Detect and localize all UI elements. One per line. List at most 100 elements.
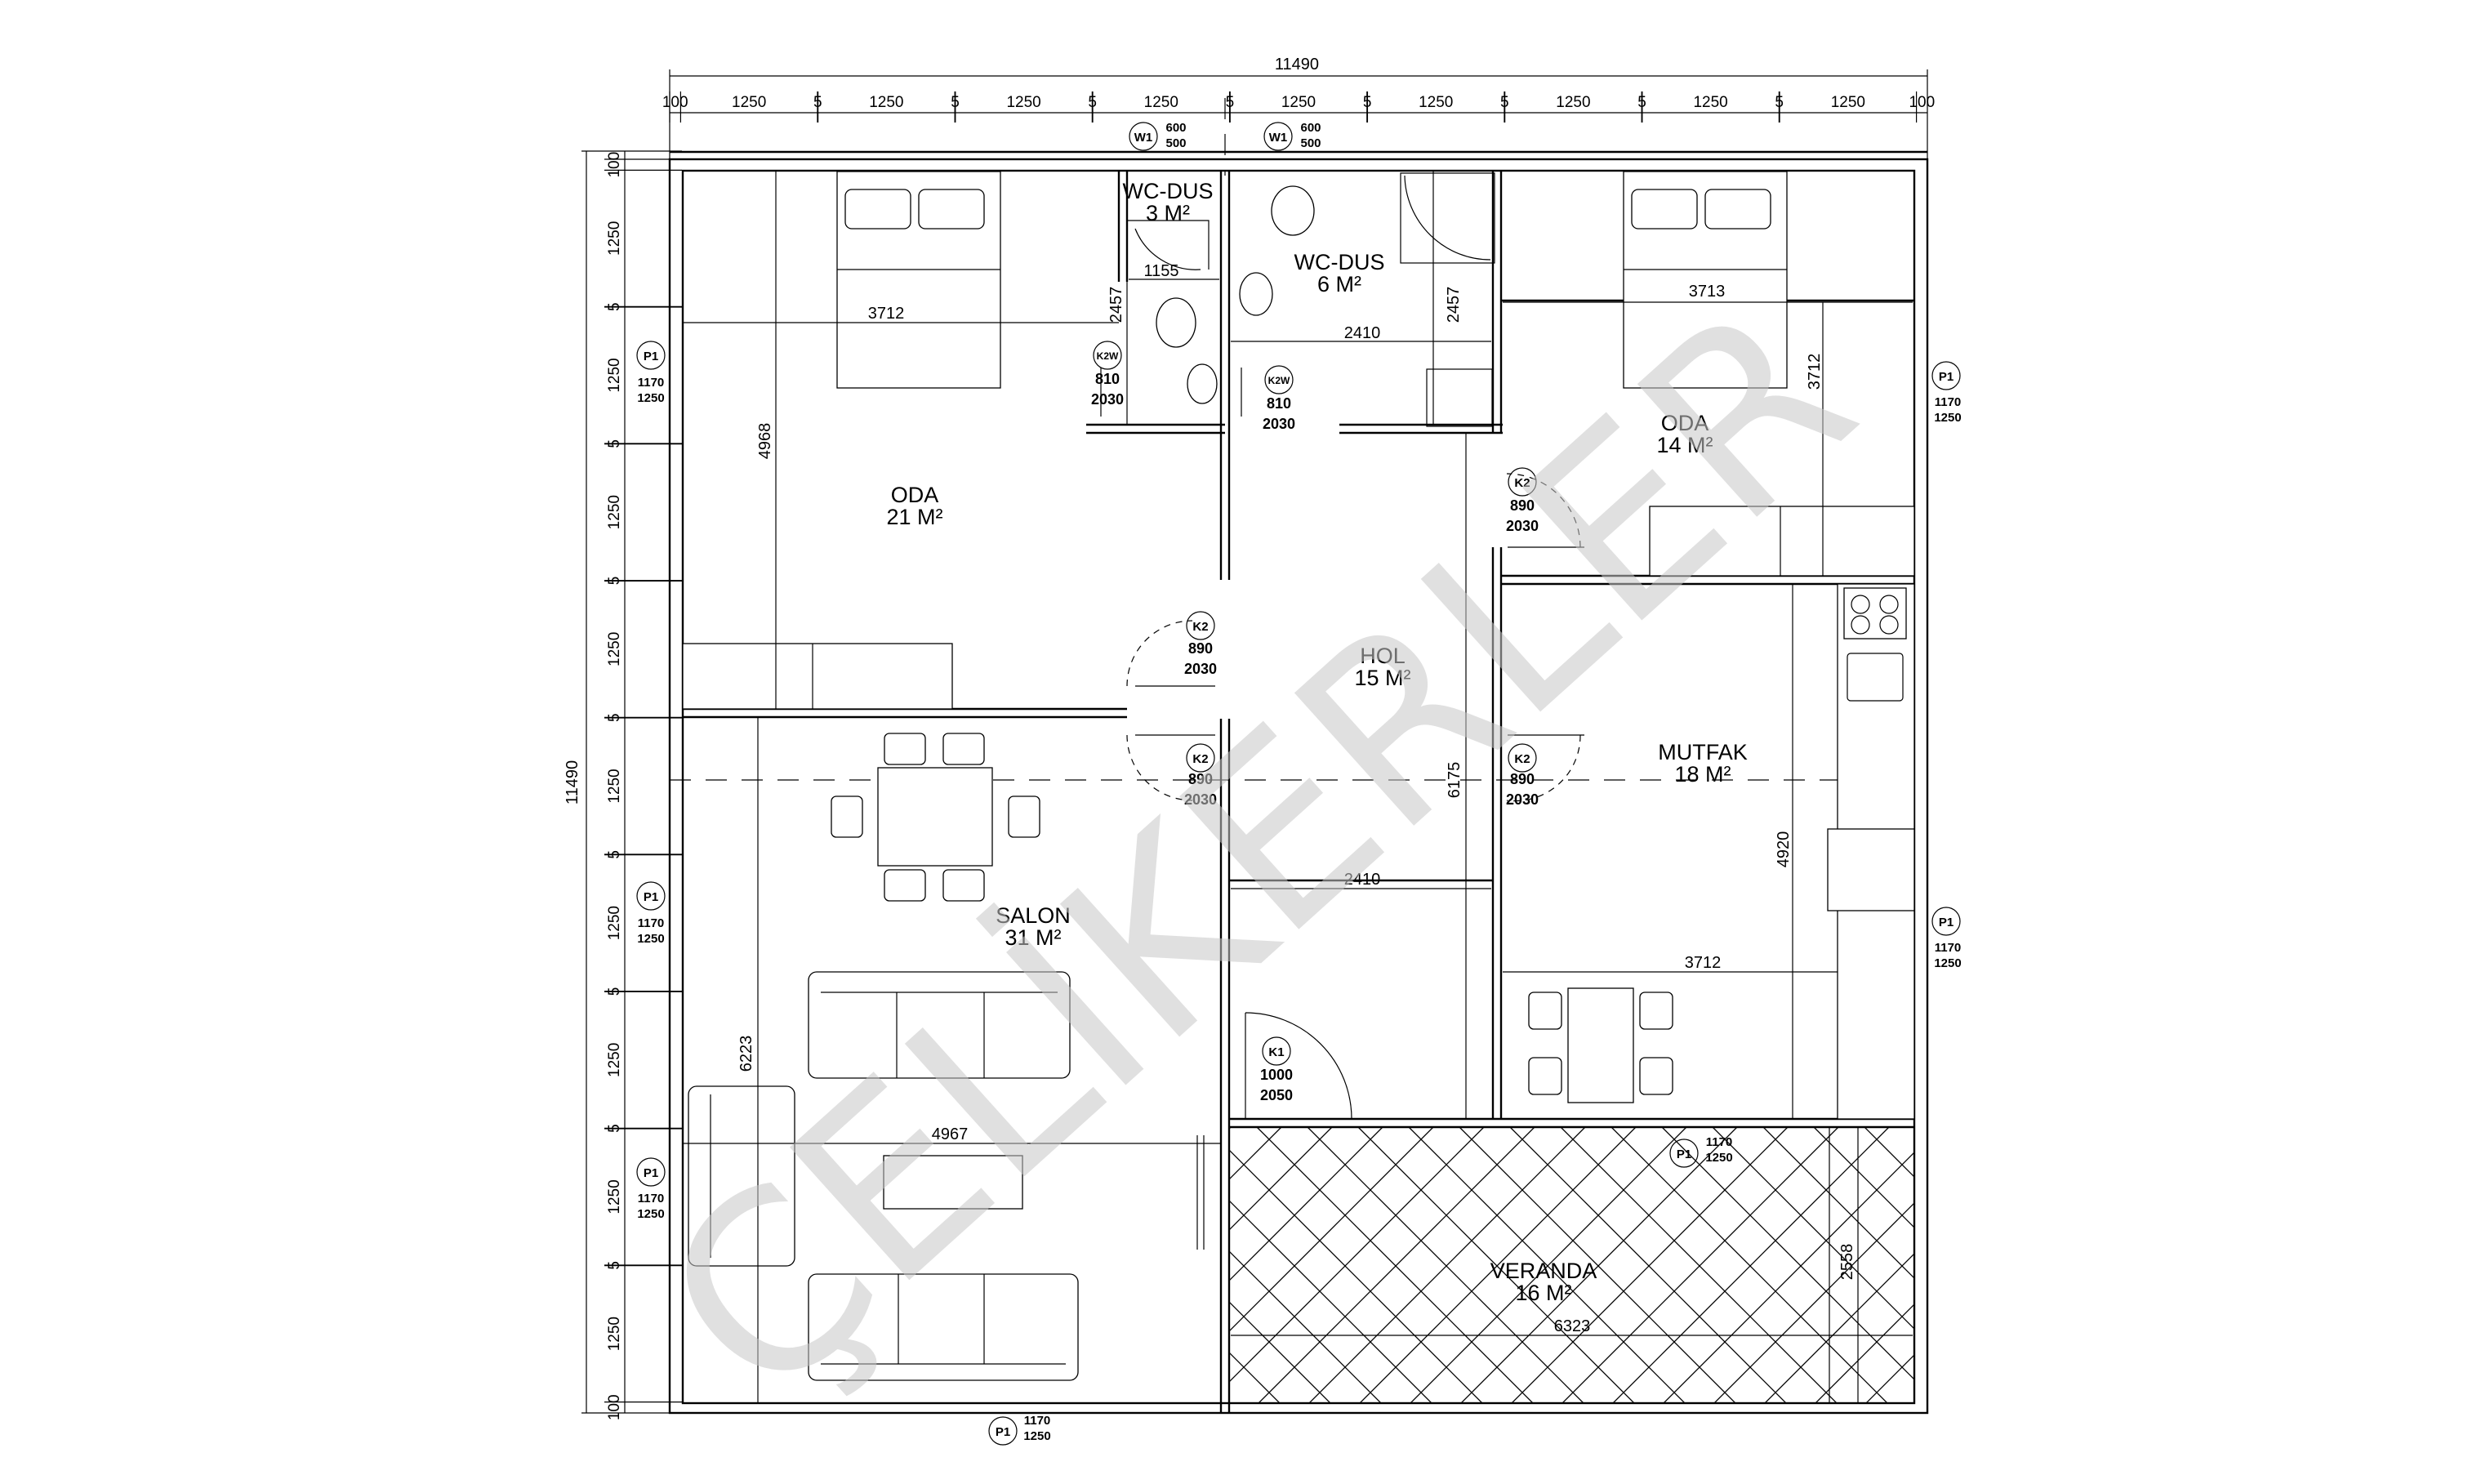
svg-text:600: 600 xyxy=(1300,121,1321,135)
hatch-line xyxy=(1410,1127,1687,1403)
window-tag-p1-right-2: P1 1170 1250 xyxy=(1931,907,1962,970)
svg-text:2030: 2030 xyxy=(1263,416,1295,432)
watermark-logo: ÇELİKERLER xyxy=(613,250,1905,1454)
hatch-line xyxy=(2118,1127,2395,1405)
top-segment-label: 100 xyxy=(662,94,688,111)
hatch-line xyxy=(1229,1127,1434,1332)
hatch-line xyxy=(1815,1304,1914,1403)
hatch-line xyxy=(1460,1127,1738,1403)
svg-text:WC-DUS: WC-DUS xyxy=(1294,250,1385,274)
room-label-oda-14: ODA 14 M² xyxy=(1656,411,1713,457)
left-segment-label: 1250 xyxy=(606,632,623,666)
svg-text:P1: P1 xyxy=(644,350,658,363)
interior-walls xyxy=(683,171,1914,1413)
top-segment-label: 1250 xyxy=(732,94,766,111)
window-tag-p1-bottom: P1 1170 1250 xyxy=(988,1414,1051,1446)
hatch-line xyxy=(1229,1352,1281,1403)
room-label-wc-dus-3: WC-DUS 3 M² xyxy=(1123,179,1214,225)
top-segment-label: 100 xyxy=(1909,94,1935,111)
svg-text:K2: K2 xyxy=(1192,752,1208,766)
svg-text:1170: 1170 xyxy=(1935,395,1962,409)
svg-text:890: 890 xyxy=(1188,771,1213,787)
veranda-width-dim: 6323 xyxy=(1554,1317,1591,1335)
svg-text:1170: 1170 xyxy=(1024,1414,1051,1428)
svg-text:600: 600 xyxy=(1165,121,1186,135)
wc1-width-dim: 1155 xyxy=(1143,262,1178,280)
overall-dimension-lines xyxy=(581,69,1928,1414)
sofa-top xyxy=(808,971,1071,1079)
window-tag-w1-right: W1 600 500 xyxy=(1263,121,1321,151)
left-segment-label: 1250 xyxy=(606,769,623,803)
veranda-hatch xyxy=(1229,1127,2477,1405)
top-segment-label: 1250 xyxy=(1556,94,1590,111)
svg-text:31 M²: 31 M² xyxy=(1005,925,1061,950)
hatch-line xyxy=(1258,1127,1535,1403)
svg-text:1170: 1170 xyxy=(638,1192,665,1205)
svg-text:500: 500 xyxy=(1165,136,1186,150)
svg-text:W1: W1 xyxy=(1269,131,1288,145)
hatch-line xyxy=(1229,1127,1282,1180)
svg-text:1250: 1250 xyxy=(1934,956,1961,970)
svg-text:P1: P1 xyxy=(996,1425,1010,1439)
hatch-line xyxy=(1359,1127,1637,1403)
left-segment-label: 100 xyxy=(606,152,623,178)
hatch-line xyxy=(1308,1127,1586,1403)
top-segment-label: 1250 xyxy=(869,94,903,111)
svg-text:1250: 1250 xyxy=(637,391,664,405)
svg-text:890: 890 xyxy=(1510,497,1535,514)
svg-text:21 M²: 21 M² xyxy=(886,505,942,529)
top-segment-label: 1250 xyxy=(1419,94,1453,111)
door-swings xyxy=(1100,368,1584,1120)
dining-table-salon xyxy=(831,733,1040,902)
window-tag-p1-veranda: P1 1170 1250 xyxy=(1669,1135,1733,1168)
svg-text:ODA: ODA xyxy=(1661,411,1709,435)
svg-text:K2: K2 xyxy=(1192,620,1208,634)
room-label-mutfak: MUTFAK 18 M² xyxy=(1658,740,1748,787)
svg-text:K2W: K2W xyxy=(1097,350,1119,362)
hol-height-dim: 6175 xyxy=(1446,762,1463,799)
mutfak-height-dim: 4920 xyxy=(1775,831,1793,868)
svg-text:3 M²: 3 M² xyxy=(1146,201,1190,225)
hatch-line xyxy=(1915,1127,2193,1405)
hatch-line xyxy=(1764,1253,1914,1403)
mutfak-width-dim: 3712 xyxy=(1685,954,1722,972)
overall-width-label: 11490 xyxy=(1275,56,1319,74)
svg-text:890: 890 xyxy=(1188,640,1213,657)
door-tag-k2-salon: K2 890 2030 xyxy=(1184,743,1217,808)
svg-text:6 M²: 6 M² xyxy=(1317,272,1361,296)
svg-text:K2W: K2W xyxy=(1268,375,1290,386)
oda2-width-dim: 3713 xyxy=(1689,283,1726,301)
left-segment-label: 1250 xyxy=(606,358,623,392)
svg-text:MUTFAK: MUTFAK xyxy=(1658,740,1748,764)
svg-text:1170: 1170 xyxy=(638,376,665,390)
top-segment-label: 1250 xyxy=(1831,94,1865,111)
door-tag-k2w-left: K2W 810 2030 xyxy=(1091,341,1124,408)
left-segment-label: 1250 xyxy=(606,906,623,940)
svg-text:1170: 1170 xyxy=(1935,941,1962,955)
svg-text:1250: 1250 xyxy=(1023,1429,1050,1443)
hatch-line xyxy=(2219,1127,2477,1405)
svg-text:P1: P1 xyxy=(644,1166,658,1180)
veranda-height-dim: 2558 xyxy=(1838,1244,1856,1281)
svg-text:1250: 1250 xyxy=(1934,411,1961,425)
svg-text:1250: 1250 xyxy=(637,932,664,946)
left-segment-label: 1250 xyxy=(606,221,623,256)
room-label-veranda: VERANDA 16 M² xyxy=(1490,1259,1597,1305)
svg-text:SALON: SALON xyxy=(996,903,1071,928)
wc2-height-dim: 2457 xyxy=(1445,287,1463,323)
svg-text:WC-DUS: WC-DUS xyxy=(1123,179,1214,203)
armchair xyxy=(688,1085,795,1267)
svg-text:P1: P1 xyxy=(1939,370,1954,384)
window-tag-p1-left-1: P1 1170 1250 xyxy=(636,341,666,405)
svg-text:1170: 1170 xyxy=(638,916,665,930)
hatch-line xyxy=(1229,1301,1331,1403)
left-segment-label: 1250 xyxy=(606,1317,623,1351)
svg-text:1000: 1000 xyxy=(1260,1067,1293,1083)
top-segment-label: 1250 xyxy=(1281,94,1316,111)
svg-text:2030: 2030 xyxy=(1506,791,1539,808)
oda2-height-dim: 3712 xyxy=(1806,354,1824,390)
shower-right xyxy=(1400,172,1495,264)
coffee-table xyxy=(883,1155,1023,1210)
hatch-line xyxy=(1229,1127,1485,1383)
svg-text:16 M²: 16 M² xyxy=(1515,1281,1571,1305)
